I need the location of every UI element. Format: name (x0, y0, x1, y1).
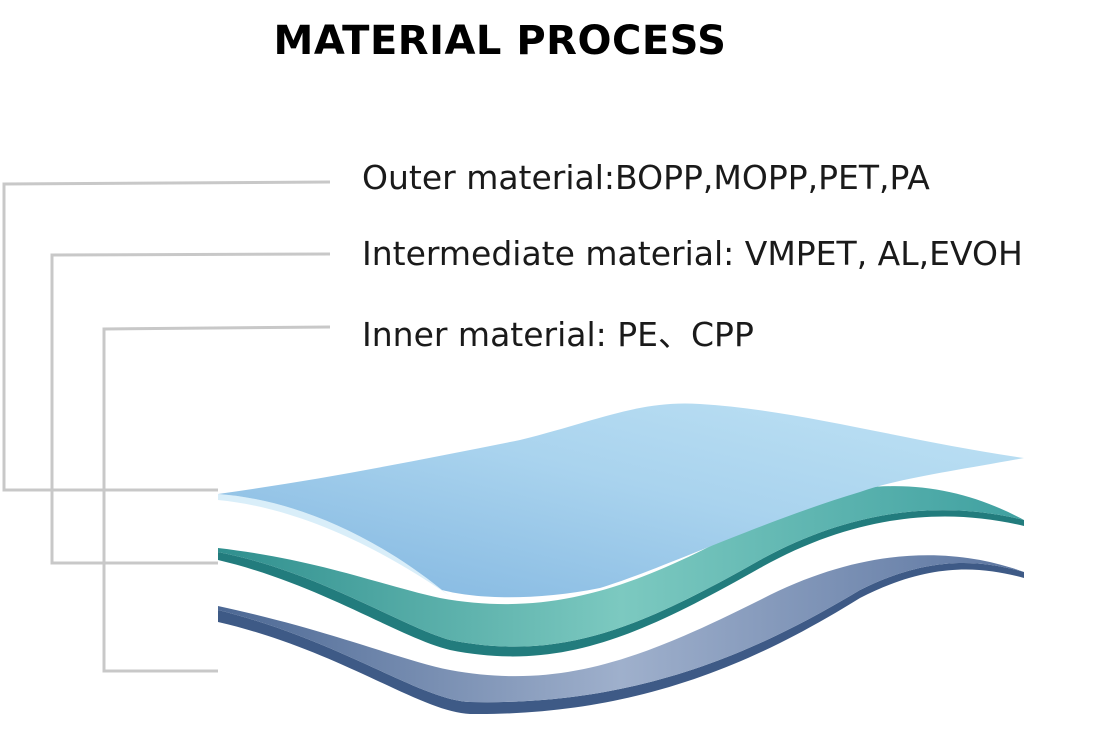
inner-material-label: Inner material: PE、CPP (362, 315, 754, 354)
intermediate-material-label: Intermediate material: VMPET, AL,EVOH (362, 234, 1023, 273)
outer-connector-line (2, 180, 331, 492)
connector-lines (2, 180, 331, 673)
inner-connector-line (102, 325, 331, 673)
intermediate-layer-sheet (218, 486, 1024, 657)
inner-layer-sheet (218, 555, 1024, 715)
intermediate-connector-line (50, 252, 331, 565)
outer-material-label: Outer material:BOPP,MOPP,PET,PA (362, 158, 930, 197)
page-title: MATERIAL PROCESS (273, 18, 727, 64)
outer-layer-sheet (218, 403, 1024, 598)
